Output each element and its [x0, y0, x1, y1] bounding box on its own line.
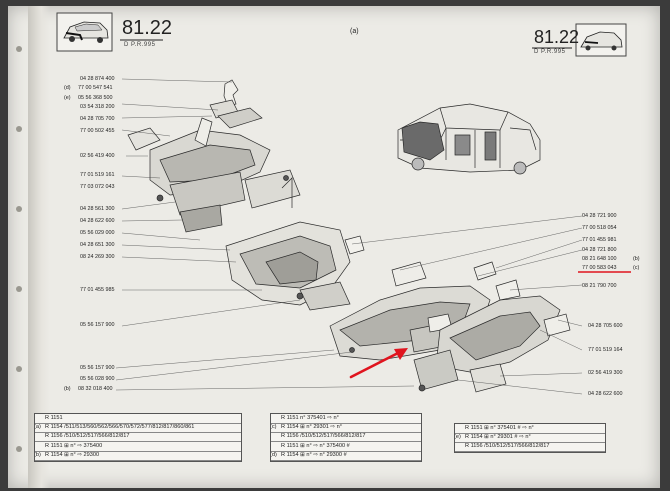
table-row-text: R 1151 ⊞ n° ⇨ 375400	[45, 442, 103, 449]
part-ref-mark: (c)	[633, 265, 640, 271]
part-number-label: 08 32 018 400	[78, 386, 113, 392]
rear-section-drawing	[413, 261, 571, 393]
part-number-label: 77 01 519 161	[80, 172, 115, 178]
page-gutter	[28, 6, 50, 488]
table-row: (b) R 1154 ⊞ n° ⇨ 29300	[35, 451, 241, 461]
part-number-label: 77 01 455 981	[582, 237, 617, 243]
table-row: R 1151 ⊞ n° ⇨ 375400	[35, 442, 241, 452]
table-row: (d) R 1154 ⊞ n° ⇨ n° 29300 #	[271, 451, 421, 461]
table-row: (a) R 1154 /511/513/560/562/566/570/572/5…	[35, 423, 241, 434]
part-number-label: 77 00 518 054	[582, 225, 617, 231]
table-row-text: R 1151	[45, 415, 63, 421]
part-ref-mark: (b)	[64, 386, 71, 392]
table-row-text: R 1151 ⊞ n° ⇨ n° 375400 #	[281, 442, 350, 449]
part-number-label: 04 28 721 800	[582, 247, 617, 253]
part-number-label: 08 21 790 700	[582, 283, 617, 289]
part-number-label: 05 56 157 900	[80, 365, 115, 371]
table-row-text: R 1154 ⊞ n° 29301 # ⇨ n°	[465, 434, 531, 441]
part-number-label: 02 56 419 300	[588, 370, 623, 376]
table-row: R 1156 /510/512/517/566/812/817	[455, 442, 605, 453]
part-ref-mark: (b)	[633, 256, 640, 262]
part-number-label: 77 00 583 043	[582, 265, 617, 271]
part-ref-mark: (d)	[64, 85, 71, 91]
page-sub-right: D P.R.995	[534, 49, 566, 55]
part-number-label: 04 28 721 900	[582, 213, 617, 219]
part-number-label: 04 28 561 300	[80, 206, 115, 212]
table-row-mark: (e)	[455, 434, 461, 441]
part-number-label: 08 24 269 300	[80, 254, 115, 260]
car-body-shell-drawing	[397, 103, 541, 175]
part-number-label: 05 56 029 000	[80, 230, 115, 236]
part-number-label: 04 28 622 600	[588, 391, 623, 397]
page-code-right: 81.22	[534, 27, 580, 47]
part-number-label: 04 28 651 300	[80, 242, 115, 248]
table-row-text: R 1156 /510/512/517/566/812/817	[281, 433, 366, 440]
table-row: R 1156 /510/512/517/566/812/817	[271, 432, 421, 443]
side-member-panel-drawing	[225, 221, 365, 311]
table-row: R 1151 ⊞ n° ⇨ n° 375400 #	[271, 442, 421, 452]
table-row-text: R 1154 ⊞ n° 29301 ⇨ n°	[281, 424, 343, 431]
table-row-text: R 1156 /510/512/517/566/812/817	[45, 433, 130, 440]
part-number-label: 02 56 419 400	[80, 153, 115, 159]
binding-holes	[16, 6, 26, 488]
table-row-text: R 1154 /511/513/560/562/566/570/572/577/…	[45, 424, 195, 431]
car-thumbnail-right-icon	[575, 23, 627, 57]
table-row-mark: (a)	[35, 424, 41, 431]
table-row: (c) R 1154 ⊞ n° 29301 ⇨ n°	[271, 423, 421, 434]
table-row-mark: (c)	[271, 424, 277, 431]
red-arrow-icon	[349, 348, 408, 379]
table-row: R 1151 n° 375401 ⇨ n°	[271, 414, 421, 424]
table-row-text: R 1154 ⊞ n° ⇨ 29300	[45, 451, 100, 458]
part-number-label: 04 28 705 600	[588, 323, 623, 329]
part-number-label: 05 56 157 900	[80, 322, 115, 328]
front-panel-assembly-drawing	[127, 79, 301, 233]
part-number-label: 77 01 519 164	[588, 347, 623, 353]
page-sub-left: D P.R.995	[124, 42, 156, 48]
table-row-text: R 1154 ⊞ n° ⇨ n° 29300 #	[281, 451, 347, 458]
table-row: R 1151 ⊞ n° 375401 # ⇨ n°	[455, 424, 605, 434]
car-thumbnail-left-icon	[56, 12, 113, 52]
part-number-label: 03 54 318 200	[80, 104, 115, 110]
table-row-text: R 1151 n° 375401 ⇨ n°	[281, 415, 339, 421]
part-number-label: 04 28 622 600	[80, 218, 115, 224]
part-ref-mark: (e)	[64, 95, 71, 101]
part-number-label: 08 21 648 100	[582, 256, 617, 262]
table-row: (e) R 1154 ⊞ n° 29301 # ⇨ n°	[455, 433, 605, 444]
part-number-label: 77 00 502 455	[80, 128, 115, 134]
leader-lines	[115, 78, 583, 395]
part-number-label: 77 03 072 043	[80, 184, 115, 190]
part-number-label: 04 28 705 700	[80, 116, 115, 122]
table-row: R 1156 /510/512/517/566/812/817	[35, 432, 241, 443]
figure-mark: (a)	[350, 28, 359, 35]
table-row: R 1151	[35, 414, 241, 424]
part-number-label: 77 00 547 541	[78, 85, 113, 91]
table-row-text: R 1156 /510/512/517/566/812/817	[465, 443, 550, 450]
part-number-label: 77 01 455 985	[80, 287, 115, 293]
table-row-text: R 1151 ⊞ n° 375401 # ⇨ n°	[465, 425, 534, 431]
applicability-table-left: R 1151 (a) R 1154 /511/513/560/562/566/570…	[34, 413, 242, 462]
part-number-label: 05 56 028 900	[80, 376, 115, 382]
applicability-table-middle: R 1151 n° 375401 ⇨ n° (c) R 1154 ⊞ n° 2930…	[270, 413, 422, 462]
table-row-mark: (b)	[35, 451, 41, 458]
applicability-table-right: R 1151 ⊞ n° 375401 # ⇨ n° (e) R 1154 ⊞ n° …	[454, 423, 606, 453]
part-number-label: 05 56 368 500	[78, 95, 113, 101]
page-code-left: 81.22	[122, 17, 173, 39]
part-number-label: 04 28 874 400	[80, 76, 115, 82]
table-row-mark: (d)	[271, 451, 277, 458]
